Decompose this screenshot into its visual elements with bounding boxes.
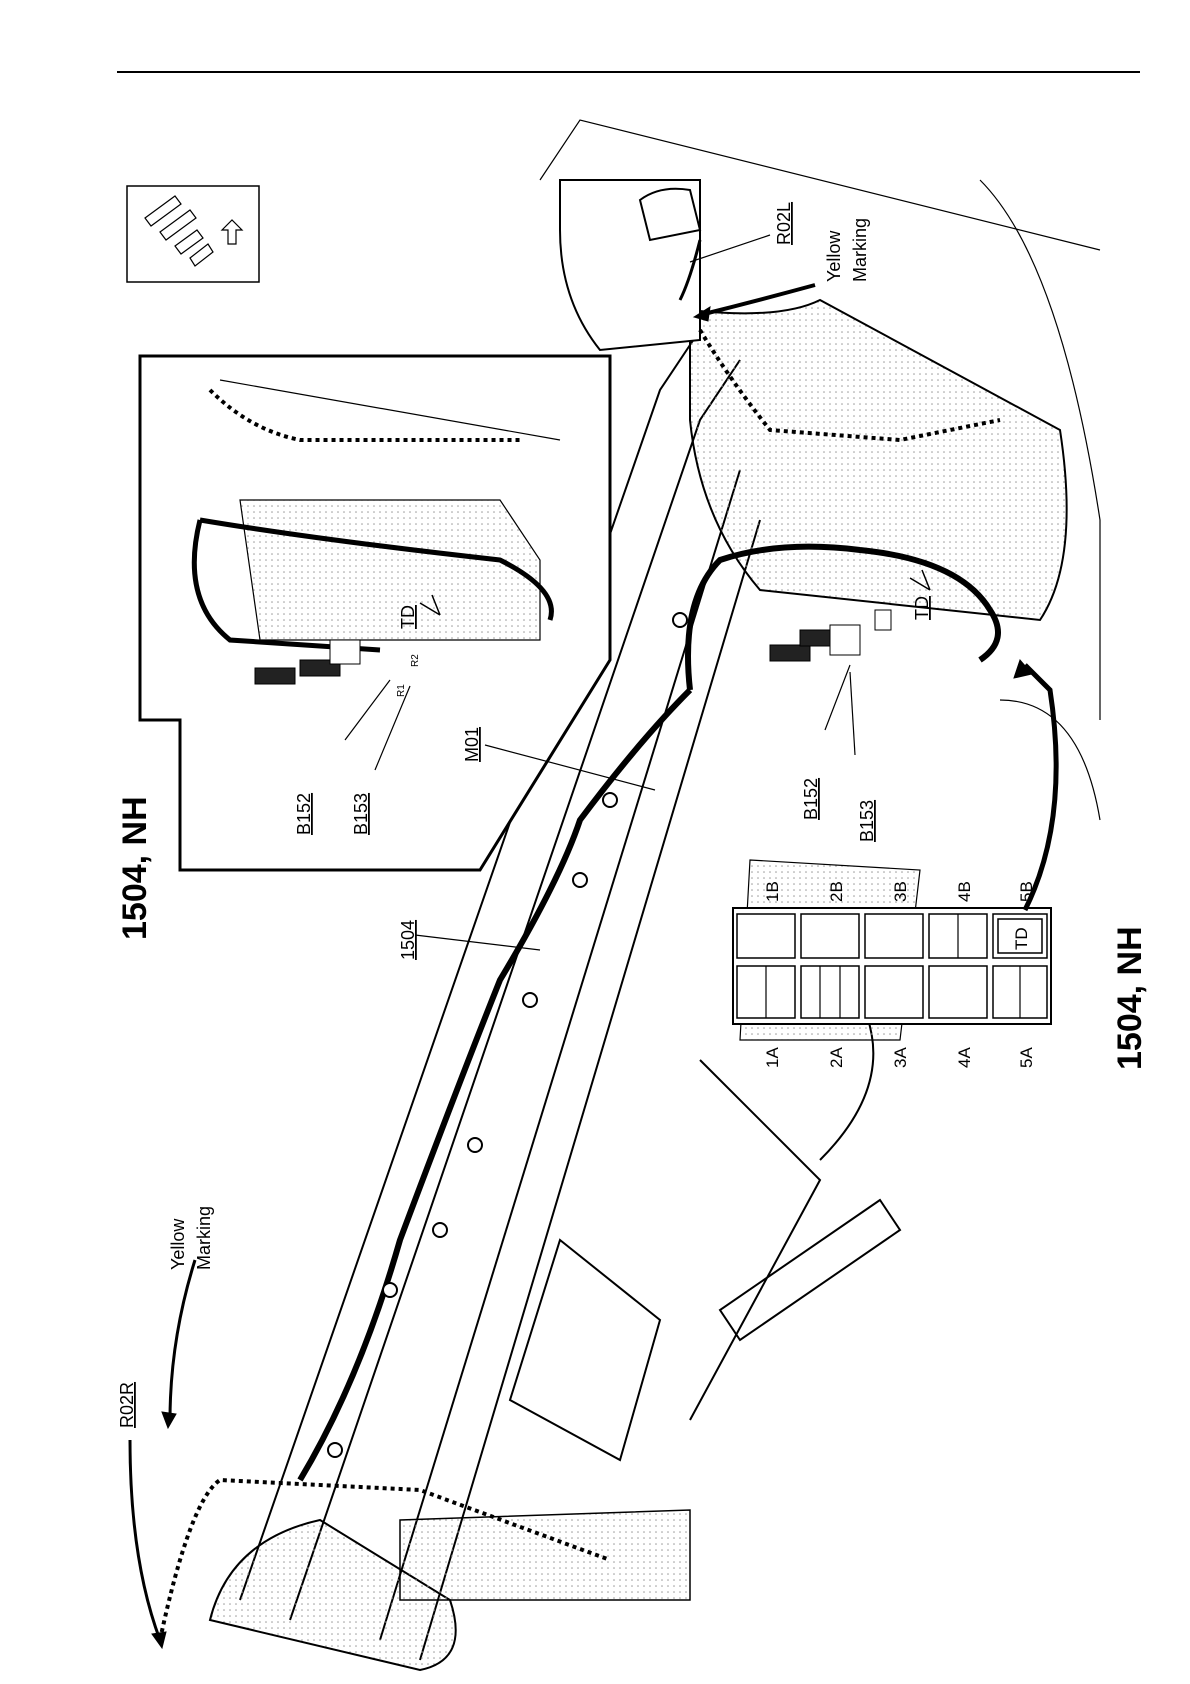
- inset-detail-box: [140, 356, 610, 870]
- label-b152-main: B152: [801, 778, 821, 820]
- fuse-label-3a: 3A: [891, 1047, 910, 1068]
- fuse-label-3b: 3B: [891, 881, 910, 902]
- label-b153-main: B153: [857, 800, 877, 842]
- label-yellow-left: Yellow: [168, 1218, 188, 1270]
- main-title: 1504, NH: [1111, 926, 1149, 1070]
- label-yellow-right: Yellow: [824, 230, 844, 282]
- label-r02r: R02R: [117, 1382, 137, 1428]
- fuse-label-1a: 1A: [763, 1047, 782, 1068]
- fuse-label-5b: 5B: [1017, 881, 1036, 902]
- fuse-label-2b: 2B: [827, 881, 846, 902]
- orientation-icon: [127, 186, 259, 282]
- fuse-label-5a: 5A: [1017, 1047, 1036, 1068]
- label-marking-right: Marking: [850, 218, 870, 282]
- fuse-label-2a: 2A: [827, 1047, 846, 1068]
- fuse-label-4b: 4B: [955, 881, 974, 902]
- label-m01: M01: [462, 727, 482, 762]
- fuse-label-1b: 1B: [763, 881, 782, 902]
- label-marking-left: Marking: [194, 1206, 214, 1270]
- label-b153-inset: B153: [351, 793, 371, 835]
- label-b152-inset: B152: [294, 793, 314, 835]
- label-r1-tag: R1: [396, 684, 407, 697]
- fuse-cell-td-label: TD: [1012, 927, 1031, 950]
- fuse-box: [733, 908, 1051, 1024]
- inset-title: 1504, NH: [116, 796, 154, 940]
- label-r2-tag: R2: [410, 654, 421, 667]
- label-harness-1504: 1504: [398, 920, 418, 960]
- label-td-main: TD: [912, 596, 932, 620]
- label-r02l: R02L: [774, 202, 794, 245]
- sensor-connectors-main: [770, 610, 891, 661]
- label-td-inset: TD: [398, 605, 418, 629]
- fuse-label-4a: 4A: [955, 1047, 974, 1068]
